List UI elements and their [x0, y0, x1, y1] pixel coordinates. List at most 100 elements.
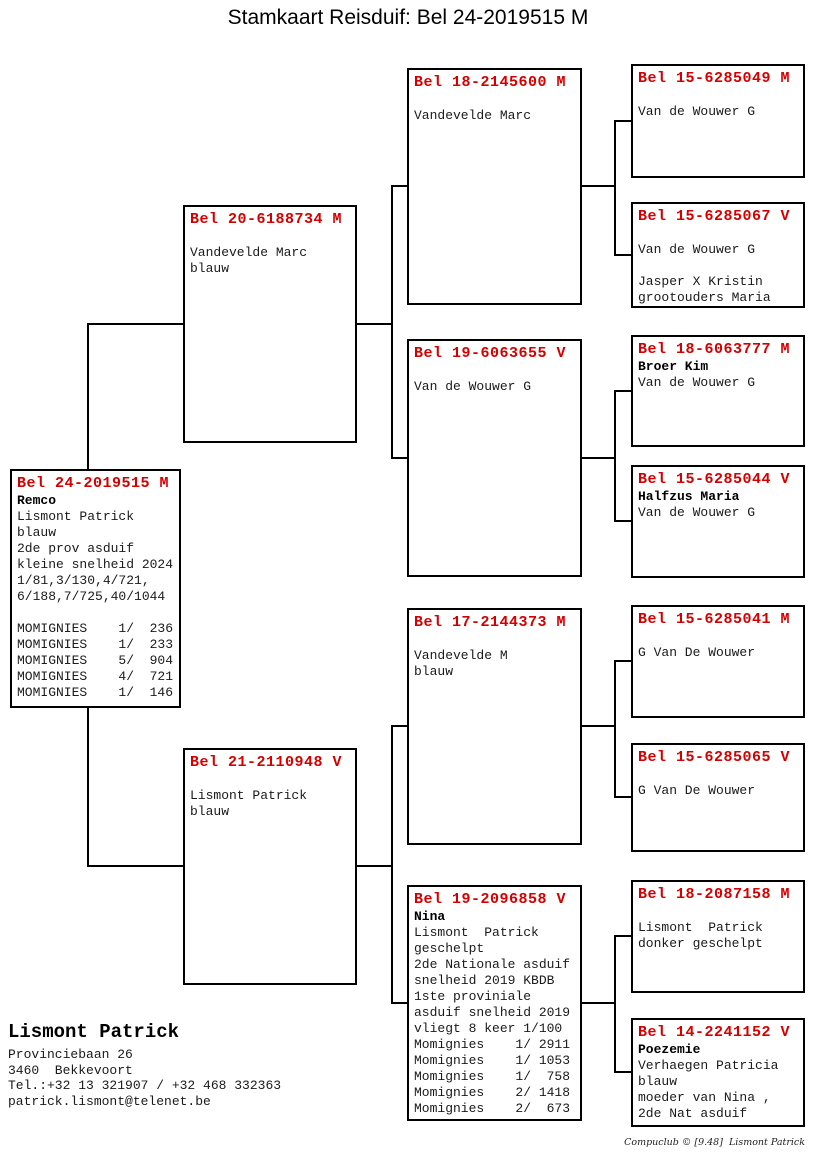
box-line: Broer Kim [638, 359, 709, 374]
box-line: MOMIGNIES 4/ 721 [17, 669, 174, 684]
box-line: Vandevelde Marc [414, 108, 532, 123]
ring-number: Bel 18-6063777 M [638, 341, 791, 358]
connector-line [391, 725, 393, 1004]
pedigree-box-greatgrandparent-6: Bel 15-6285065 V G Van De Wouwer [631, 743, 805, 852]
connector-line [392, 185, 407, 187]
contact-line: 3460 Bekkevoort [8, 1062, 133, 1078]
box-line: Van de Wouwer G [414, 379, 532, 394]
box-line: Momignies 2/ 1418 [414, 1085, 571, 1100]
connector-line [615, 796, 631, 798]
box-line: snelheid 2019 KBDB [414, 973, 555, 988]
box-line: MOMIGNIES 5/ 904 [17, 653, 174, 668]
box-line: Momignies 1/ 2911 [414, 1037, 571, 1052]
box-line: Verhaegen Patricia [638, 1058, 779, 1073]
box-line: G Van De Wouwer [638, 783, 756, 798]
pedigree-box-grandparent-2: Bel 19-6063655 V Van de Wouwer G [407, 339, 582, 577]
box-line: donker geschelpt [638, 936, 763, 951]
contact-line: Provinciebaan 26 [8, 1047, 133, 1062]
ring-number: Bel 15-6285041 M [638, 611, 791, 628]
box-line: Lismont Patrick [17, 509, 135, 524]
box-line: Momignies 1/ 758 [414, 1069, 571, 1084]
box-line: Van de Wouwer G [638, 505, 756, 520]
connector-line [614, 390, 616, 522]
connector-line [615, 935, 631, 937]
box-line: Lismont Patrick [638, 920, 763, 935]
ring-number: Bel 17-2144373 M [414, 614, 567, 631]
contact-line: Tel.:+32 13 321907 / +32 468 332363 [8, 1078, 282, 1093]
box-line: MOMIGNIES 1/ 236 [17, 621, 174, 636]
box-line [414, 363, 575, 379]
box-line: Poezemie [638, 1042, 701, 1057]
box-line: 6/188,7/725,40/1044 [17, 589, 166, 604]
box-line [190, 229, 350, 245]
ring-number: Bel 18-2145600 M [414, 74, 567, 91]
box-line: Lismont Patrick [190, 788, 308, 803]
connector-line [582, 1002, 615, 1004]
box-line [638, 767, 798, 783]
box-line: Momignies 2/ 673 [414, 1101, 571, 1116]
ring-number: Bel 24-2019515 M [17, 475, 170, 492]
connector-line [392, 725, 407, 727]
ring-number: Bel 15-6285065 V [638, 749, 791, 766]
box-line: G Van De Wouwer [638, 645, 756, 660]
box-line: Momignies 1/ 1053 [414, 1053, 571, 1068]
connector-line [615, 254, 631, 256]
box-line: Jasper X Kristin [638, 274, 763, 289]
ring-number: Bel 14-2241152 V [638, 1024, 791, 1041]
pedigree-box-greatgrandparent-2: Bel 15-6285067 V Van de Wouwer G Jasper … [631, 202, 805, 308]
box-line: Vandevelde M [414, 648, 508, 663]
connector-line [615, 520, 631, 522]
connector-line [357, 865, 392, 867]
box-line: geschelpt [414, 941, 485, 956]
connector-line [614, 120, 616, 256]
box-line [414, 92, 575, 108]
connector-line [614, 660, 616, 798]
box-line: Remco [17, 493, 57, 508]
box-line: blauw [190, 804, 230, 819]
owner-name: Lismont Patrick [8, 1021, 180, 1043]
box-line: MOMIGNIES 1/ 233 [17, 637, 174, 652]
ring-number: Bel 21-2110948 V [190, 754, 343, 771]
connector-line [88, 323, 183, 325]
box-line: Vandevelde Marc [190, 245, 308, 260]
pedigree-box-grandparent-1: Bel 18-2145600 M Vandevelde Marc [407, 68, 582, 305]
ring-number: Bel 18-2087158 M [638, 886, 791, 903]
connector-line [582, 457, 615, 459]
box-line: Van de Wouwer G [638, 375, 756, 390]
box-line [638, 88, 798, 104]
box-line: vliegt 8 keer 1/100 [414, 1021, 563, 1036]
connector-line [391, 185, 393, 459]
connector-line [88, 865, 183, 867]
box-line: moeder van Nina , [638, 1090, 771, 1105]
box-line: MOMIGNIES 1/ 146 [17, 685, 174, 700]
contact-line: patrick.lismont@telenet.be [8, 1093, 211, 1109]
connector-line [392, 457, 407, 459]
box-line [638, 904, 798, 920]
box-line: asduif snelheid 2019 [414, 1005, 571, 1020]
box-line [190, 772, 350, 788]
connector-line [582, 185, 615, 187]
connector-line [614, 935, 616, 1073]
connector-line [392, 1002, 407, 1004]
box-line: kleine snelheid 2024 [17, 557, 174, 572]
ring-number: Bel 15-6285044 V [638, 471, 791, 488]
box-line [17, 605, 174, 621]
connector-line [615, 660, 631, 662]
connector-line [357, 323, 392, 325]
box-line: 2de prov asduif [17, 541, 135, 556]
connector-line [615, 120, 631, 122]
box-line: grootouders Maria [638, 290, 771, 305]
pedigree-box-greatgrandparent-5: Bel 15-6285041 M G Van De Wouwer [631, 605, 805, 718]
ring-number: Bel 19-2096858 V [414, 891, 567, 908]
